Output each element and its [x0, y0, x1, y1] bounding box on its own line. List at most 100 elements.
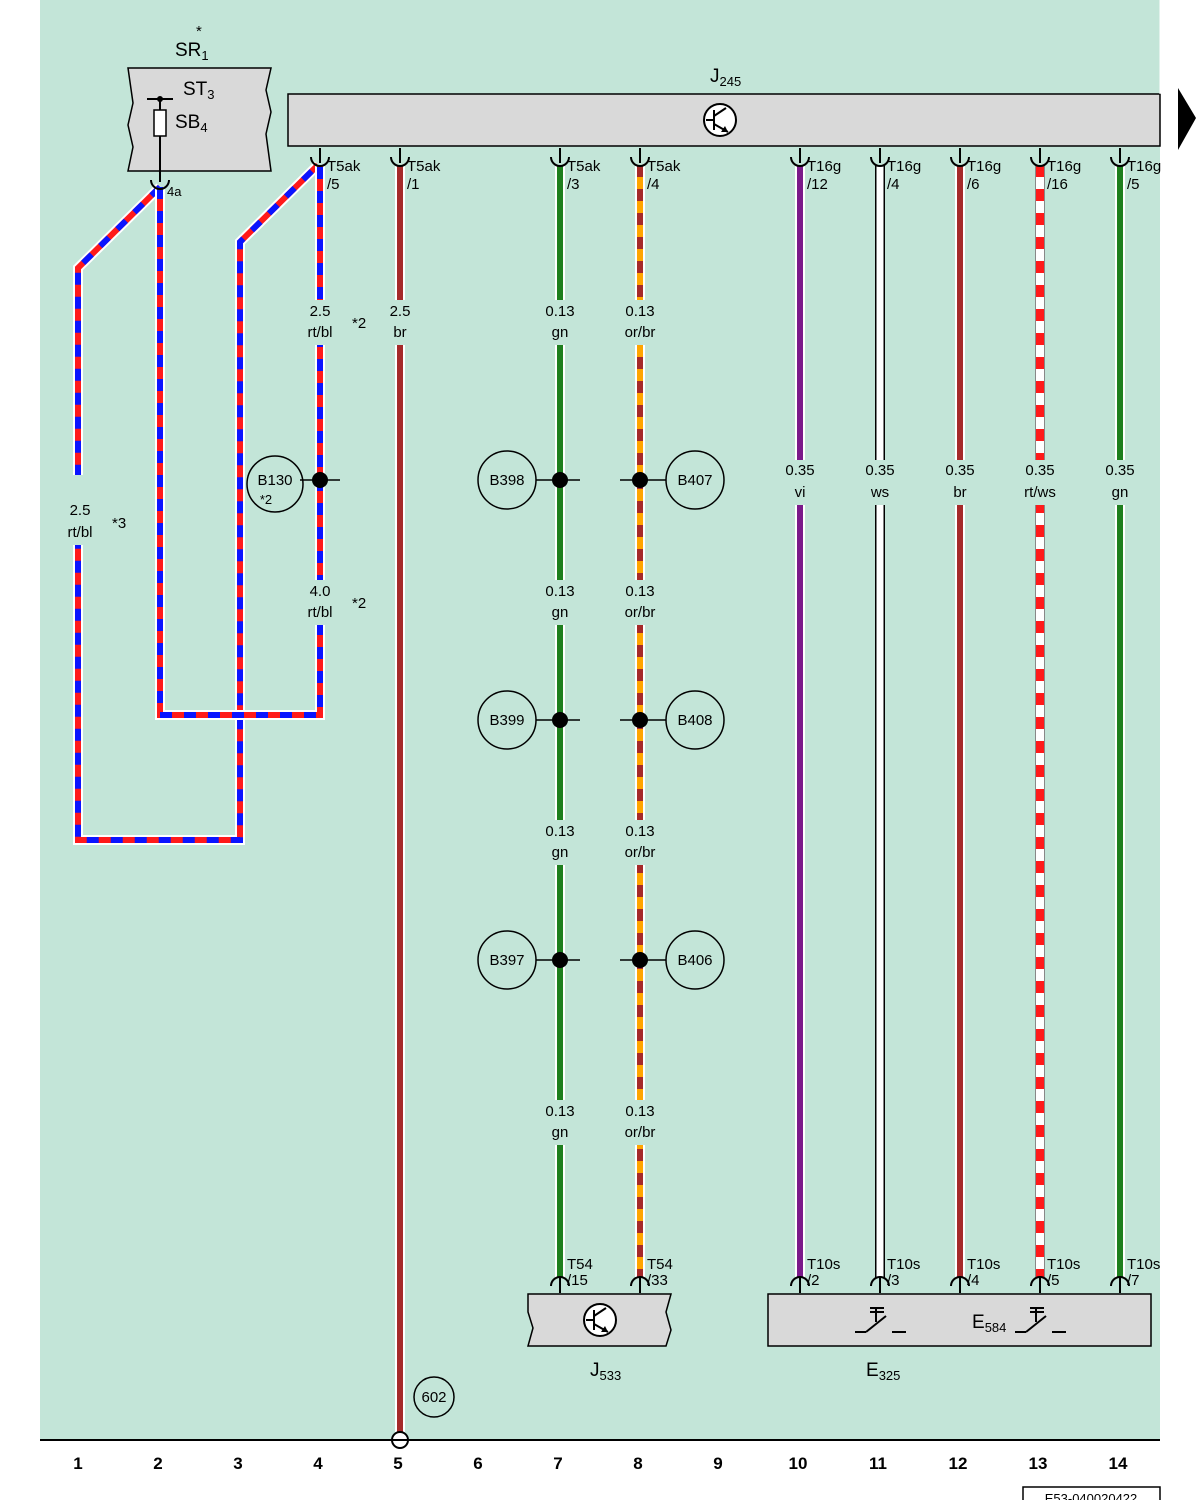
wire-label-col7-4: 0.13 gn — [545, 1103, 574, 1141]
svg-text:B397: B397 — [489, 952, 524, 969]
switch-icon — [1015, 1307, 1066, 1333]
splice-b398[interactable]: B398 — [477, 450, 580, 510]
svg-text:/3: /3 — [887, 1272, 900, 1289]
connector-t54-33: T54 /33 — [647, 1256, 673, 1289]
svg-text:B408: B408 — [677, 712, 712, 729]
transistor-icon — [583, 1303, 617, 1337]
splice-b399[interactable]: B399 — [477, 690, 580, 750]
fuse-holder-st3 — [127, 67, 272, 172]
svg-text:/5: /5 — [327, 176, 340, 193]
svg-text:br: br — [953, 484, 966, 501]
connector-t5ak-1: T5ak /1 — [407, 158, 441, 193]
column-number: 10 — [789, 1454, 808, 1473]
svg-text:0.13: 0.13 — [545, 303, 574, 320]
svg-text:B406: B406 — [677, 952, 712, 969]
svg-text:T5ak: T5ak — [407, 158, 441, 175]
svg-text:0.13: 0.13 — [545, 823, 574, 840]
svg-text:B407: B407 — [677, 472, 712, 489]
svg-text:0.13: 0.13 — [625, 1103, 654, 1120]
wire-rtbl-loop-a — [73, 161, 322, 845]
svg-text:br: br — [393, 324, 406, 341]
svg-text:0.35: 0.35 — [865, 462, 894, 479]
splice-b407[interactable]: B407 — [620, 450, 725, 510]
wire-label-col7-3: 0.13 gn — [545, 823, 574, 861]
svg-text:/4: /4 — [887, 176, 900, 193]
connector-t16g-6: T16g /6 — [967, 158, 1001, 193]
wire-label-col4-top: 2.5 rt/bl — [307, 303, 332, 341]
svg-text:/16: /16 — [1047, 176, 1068, 193]
svg-text:0.13: 0.13 — [545, 1103, 574, 1120]
svg-text:0.35: 0.35 — [1105, 462, 1134, 479]
splice-b397[interactable]: B397 — [477, 930, 580, 990]
svg-text:T5ak: T5ak — [647, 158, 681, 175]
ground-reference-602[interactable]: 602 — [413, 1376, 455, 1418]
svg-text:/5: /5 — [1047, 1272, 1060, 1289]
wire-note-col4-top: *2 — [352, 315, 366, 332]
splice-b130[interactable]: B130 *2 — [246, 455, 340, 513]
svg-text:gn: gn — [552, 1124, 569, 1141]
svg-text:*2: *2 — [260, 492, 272, 507]
continuation-arrow-icon[interactable] — [1178, 88, 1196, 150]
svg-text:0.13: 0.13 — [625, 303, 654, 320]
splice-b406[interactable]: B406 — [620, 930, 725, 990]
column-number: 9 — [713, 1454, 722, 1473]
wire-note-col1: *3 — [112, 515, 126, 532]
svg-text:E53-040020422: E53-040020422 — [1045, 1491, 1138, 1500]
svg-text:B398: B398 — [489, 472, 524, 489]
svg-text:T16g: T16g — [887, 158, 921, 175]
svg-text:0.35: 0.35 — [785, 462, 814, 479]
wire-note-col4-bottom: *2 — [352, 595, 366, 612]
svg-text:2.5: 2.5 — [390, 303, 411, 320]
svg-text:B399: B399 — [489, 712, 524, 729]
svg-text:/33: /33 — [647, 1272, 668, 1289]
sb4-label: SB4 — [175, 112, 208, 135]
transistor-icon — [703, 103, 737, 137]
svg-text:gn: gn — [1112, 484, 1129, 501]
wire-label-col1: 2.5 rt/bl — [67, 502, 92, 541]
connector-t10s-4: T10s /4 — [967, 1256, 1000, 1289]
wire-label-col8-1: 0.13 or/br — [625, 303, 656, 341]
svg-text:/12: /12 — [807, 176, 828, 193]
svg-text:/7: /7 — [1127, 1272, 1140, 1289]
svg-text:/2: /2 — [807, 1272, 820, 1289]
connector-t16g-4: T16g /4 — [887, 158, 921, 193]
svg-text:/6: /6 — [967, 176, 980, 193]
svg-text:T16g: T16g — [1047, 158, 1081, 175]
svg-text:rt/bl: rt/bl — [67, 524, 92, 541]
wire-label-gaps — [55, 300, 1140, 1145]
connector-t54-15: T54 /15 — [567, 1256, 593, 1289]
connector-t16g-12: T16g /12 — [807, 158, 841, 193]
wire-label-col8-3: 0.13 or/br — [625, 823, 656, 861]
svg-text:2.5: 2.5 — [70, 502, 91, 519]
column-number: 12 — [949, 1454, 968, 1473]
connector-t10s-3: T10s /3 — [887, 1256, 920, 1289]
connector-t5ak-3: T5ak /3 — [567, 158, 601, 193]
st3-label: ST3 — [183, 79, 215, 102]
connector-t5ak-4: T5ak /4 — [647, 158, 681, 193]
column-number: 1 — [73, 1454, 82, 1473]
wire-label-col11: 0.35 ws — [865, 462, 894, 501]
fuse-symbol-icon — [147, 96, 173, 182]
svg-text:T16g: T16g — [1127, 158, 1161, 175]
svg-text:T10s: T10s — [1127, 1256, 1160, 1273]
wire-label-col14: 0.35 gn — [1105, 462, 1134, 501]
svg-text:0.13: 0.13 — [625, 823, 654, 840]
wire-label-col8-4: 0.13 or/br — [625, 1103, 656, 1141]
svg-text:/15: /15 — [567, 1272, 588, 1289]
svg-text:T54: T54 — [647, 1256, 673, 1273]
svg-text:or/br: or/br — [625, 604, 656, 621]
svg-text:T10s: T10s — [967, 1256, 1000, 1273]
e584-label: E584 — [972, 1312, 1006, 1335]
svg-text:rt/ws: rt/ws — [1024, 484, 1056, 501]
splice-b408[interactable]: B408 — [620, 690, 725, 750]
sr1-label: SR1 — [175, 40, 209, 63]
svg-text:0.13: 0.13 — [545, 583, 574, 600]
wire-label-col10: 0.35 vi — [785, 462, 814, 501]
wire-label-col4-bottom: 4.0 rt/bl — [307, 583, 332, 621]
connector-symbols-top — [150, 148, 1130, 190]
switch-unit-e325[interactable] — [767, 1293, 1152, 1347]
connector-t10s-7: T10s /7 — [1127, 1256, 1160, 1289]
column-number: 11 — [869, 1454, 887, 1473]
svg-text:ws: ws — [870, 484, 889, 501]
